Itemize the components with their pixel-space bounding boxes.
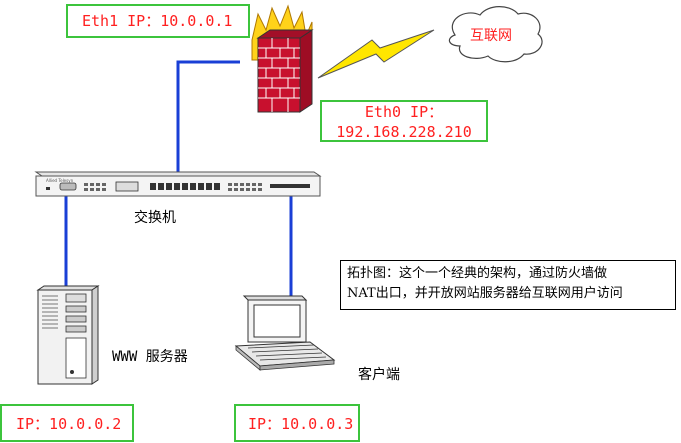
lightning-icon — [317, 29, 435, 79]
network-links — [64, 60, 293, 296]
switch-label: 交换机 — [134, 210, 176, 226]
laptop-icon — [234, 295, 336, 371]
switch-icon: Allied Telesyn — [34, 171, 322, 197]
www-server-label: WWW 服务器 — [112, 349, 188, 365]
internet-label: 互联网 — [470, 28, 512, 44]
eth0-ip-line1: Eth0 IP： — [364, 103, 444, 121]
topology-note-line2: NAT出口，并开放网站服务器给互联网用户访问 — [347, 286, 623, 301]
client-ip-label: IP：10.0.0.3 — [234, 404, 360, 442]
cloud-icon — [448, 6, 543, 63]
firewall-icon — [251, 4, 314, 113]
eth1-ip-label: Eth1 IP：10.0.0.1 — [66, 4, 250, 38]
eth0-ip-label: Eth0 IP： 192.168.228.210 — [320, 100, 488, 142]
server-ip-label: IP：10.0.0.2 — [0, 404, 134, 442]
eth0-ip-line2: 192.168.228.210 — [336, 123, 472, 141]
switch-brand: Allied Telesyn — [46, 178, 74, 183]
link-firewall-switch — [176, 60, 240, 172]
server-icon — [36, 285, 100, 385]
topology-note: 拓扑图：这个一个经典的架构，通过防火墙做 NAT出口，并开放网站服务器给互联网用… — [340, 260, 676, 310]
client-label: 客户端 — [358, 367, 400, 383]
topology-note-line1: 拓扑图：这个一个经典的架构，通过防火墙做 — [347, 266, 608, 281]
